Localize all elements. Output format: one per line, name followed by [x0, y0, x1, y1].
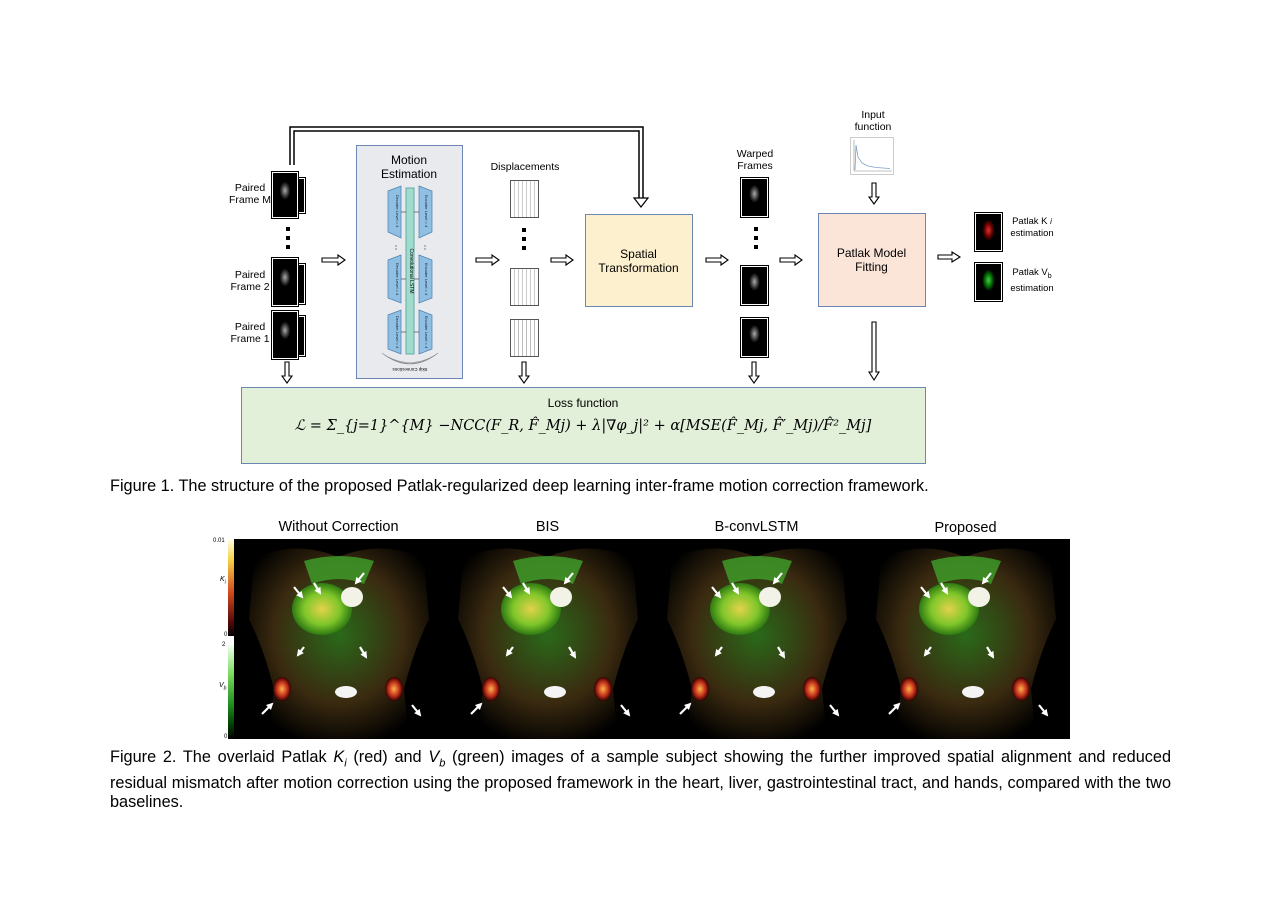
warped-frame-bottom [741, 318, 768, 357]
paired-frames-ellipsis [286, 227, 290, 254]
column-title-b-convlstm: B-convLSTM [714, 519, 799, 535]
motion-estimation-network-diagram: Convolutional LSTM Decoder Level = 4 Enc… [381, 185, 439, 372]
panel-proposed [876, 548, 1056, 739]
ki-colorbar-label: Ki [220, 576, 226, 586]
column-title-without-correction: Without Correction [278, 519, 399, 535]
figure-2-caption: Figure 2. The overlaid Patlak Ki (red) a… [110, 748, 1171, 812]
displacement-field-middle [510, 268, 539, 306]
loss-function-box: Loss function ℒ = Σ_{j=1}^{M} −NCC(F_R, … [241, 387, 926, 464]
panel-without-correction [249, 548, 429, 739]
input-function-plot-icon [850, 137, 894, 175]
displacement-field-bottom [510, 319, 539, 357]
panel-b-convlstm [667, 548, 847, 739]
panel-bis [458, 548, 638, 739]
patlak-vb-output-image [975, 263, 1002, 301]
loss-function-title: Loss function [547, 396, 619, 410]
ki-colorbar [228, 540, 234, 636]
decoder-label-mid: Decoder Level = 4 [395, 263, 400, 296]
patlak-ki-output-image [975, 213, 1002, 251]
loss-function-formula: ℒ = Σ_{j=1}^{M} −NCC(F_R, F̂_Mj) + λ|∇φ_… [294, 418, 872, 434]
overlay-image-panels [234, 539, 1070, 739]
skip-connections-label: Skip Connections [392, 367, 428, 372]
encoder-label-mid: Encoder Level = 4 [424, 263, 429, 296]
encoder-label-bottom: Encoder Level = 4 [424, 316, 429, 349]
vb-colorbar-min: 0 [224, 734, 228, 740]
decoder-label-top: Decoder Level = 4 [395, 195, 400, 228]
column-title-proposed: Proposed [934, 520, 997, 536]
decoder-label-bottom: Decoder Level = 4 [395, 316, 400, 349]
ki-colorbar-min: 0 [224, 632, 228, 638]
ki-colorbar-max: 0.01 [213, 538, 225, 544]
vb-colorbar-label: Vb [219, 682, 227, 692]
vb-colorbar [228, 645, 234, 739]
displacements-label: Displacements [490, 161, 560, 173]
warped-frame-middle [741, 266, 768, 305]
column-title-bis: BIS [535, 519, 560, 535]
warped-frame-top [741, 178, 768, 217]
displacement-field-top [510, 180, 539, 218]
figure-1-arrows [280, 126, 962, 384]
lstm-label: Convolutional LSTM [408, 248, 414, 293]
vb-colorbar-max: 2 [222, 642, 226, 648]
displacements-ellipsis [522, 228, 526, 255]
encoder-label-top: Encoder Level = 4 [424, 195, 429, 228]
figure-1-caption: Figure 1. The structure of the proposed … [110, 477, 929, 495]
warped-frames-ellipsis [754, 227, 758, 254]
